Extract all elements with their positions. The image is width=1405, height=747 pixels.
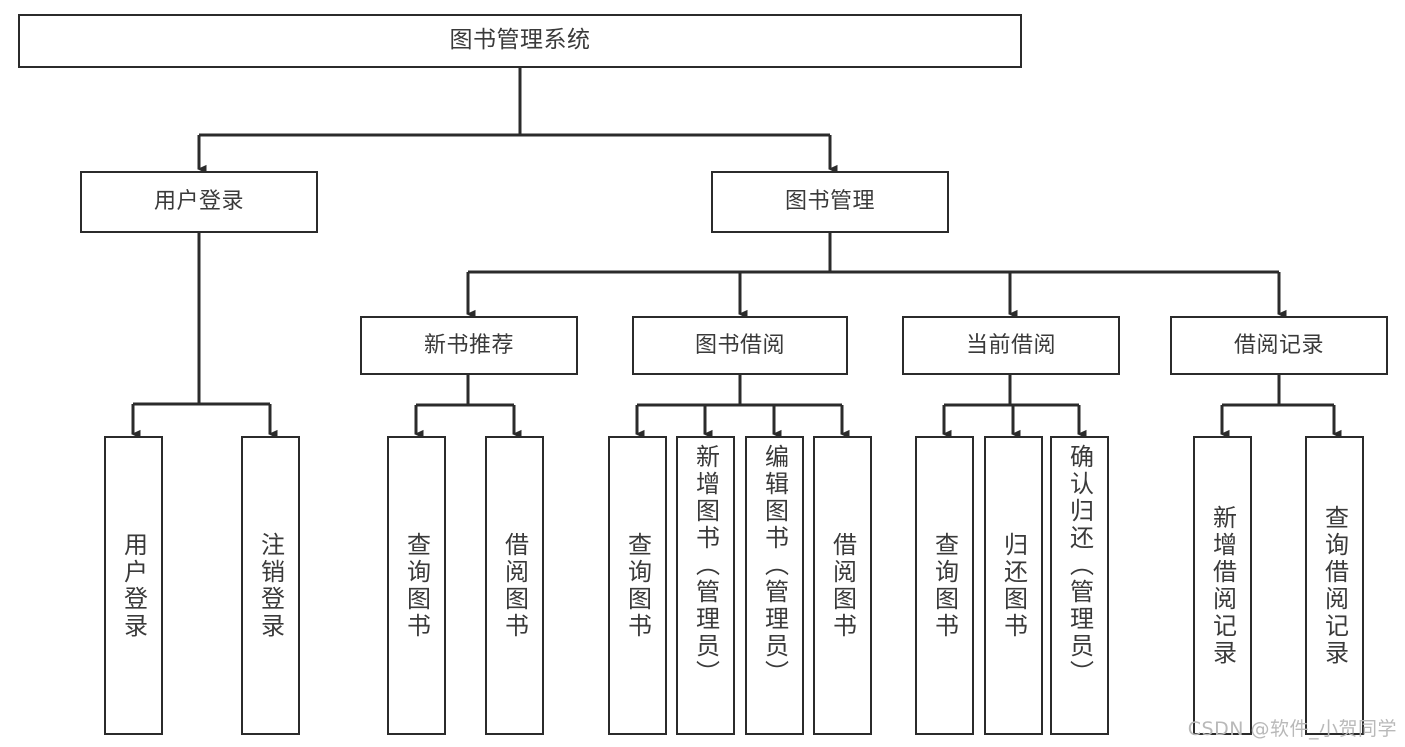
node-leaf-query-book-3[interactable]: 查询图书: [915, 436, 974, 735]
node-label: 归还图书: [999, 531, 1028, 640]
node-leaf-logout-login[interactable]: 注销登录: [241, 436, 300, 735]
node-label: 新增图书（管理员）: [691, 444, 720, 687]
node-root-system[interactable]: 图书管理系统: [18, 14, 1022, 68]
node-leaf-return-book[interactable]: 归还图书: [984, 436, 1043, 735]
node-leaf-borrow-book-2[interactable]: 借阅图书: [813, 436, 872, 735]
node-new-book-recommend[interactable]: 新书推荐: [360, 316, 578, 375]
node-leaf-edit-book[interactable]: 编辑图书（管理员）: [745, 436, 804, 735]
node-label: 当前借阅: [965, 332, 1056, 358]
node-book-management[interactable]: 图书管理: [711, 171, 949, 233]
node-label: 图书借阅: [694, 332, 785, 358]
node-label: 编辑图书（管理员）: [760, 444, 789, 687]
node-label: 查询图书: [623, 531, 652, 640]
node-label: 注销登录: [256, 531, 285, 640]
node-label: 图书管理系统: [449, 27, 591, 54]
node-book-borrow[interactable]: 图书借阅: [632, 316, 848, 375]
node-current-borrow[interactable]: 当前借阅: [902, 316, 1120, 375]
node-borrow-record[interactable]: 借阅记录: [1170, 316, 1388, 375]
node-leaf-query-book-2[interactable]: 查询图书: [608, 436, 667, 735]
node-leaf-add-book[interactable]: 新增图书（管理员）: [676, 436, 735, 735]
node-label: 借阅记录: [1233, 332, 1324, 358]
node-label: 图书管理: [784, 189, 875, 215]
node-label: 确认归还（管理员）: [1065, 444, 1094, 687]
csdn-watermark: CSDN @软件_小贺同学: [1187, 718, 1397, 740]
node-leaf-user-login[interactable]: 用户登录: [104, 436, 163, 735]
node-label: 查询借阅记录: [1320, 504, 1349, 667]
node-user-login[interactable]: 用户登录: [80, 171, 318, 233]
node-label: 用户登录: [119, 531, 148, 640]
node-leaf-query-book-1[interactable]: 查询图书: [387, 436, 446, 735]
node-leaf-query-record[interactable]: 查询借阅记录: [1305, 436, 1364, 735]
node-label: 新书推荐: [423, 332, 514, 358]
node-label: 新增借阅记录: [1208, 504, 1237, 667]
node-leaf-add-record[interactable]: 新增借阅记录: [1193, 436, 1252, 735]
node-leaf-borrow-book-1[interactable]: 借阅图书: [485, 436, 544, 735]
node-label: 查询图书: [930, 531, 959, 640]
node-label: 借阅图书: [828, 531, 857, 640]
node-label: 借阅图书: [500, 531, 529, 640]
node-label: 用户登录: [153, 189, 244, 215]
node-label: 查询图书: [402, 531, 431, 640]
node-leaf-confirm-return[interactable]: 确认归还（管理员）: [1050, 436, 1109, 735]
